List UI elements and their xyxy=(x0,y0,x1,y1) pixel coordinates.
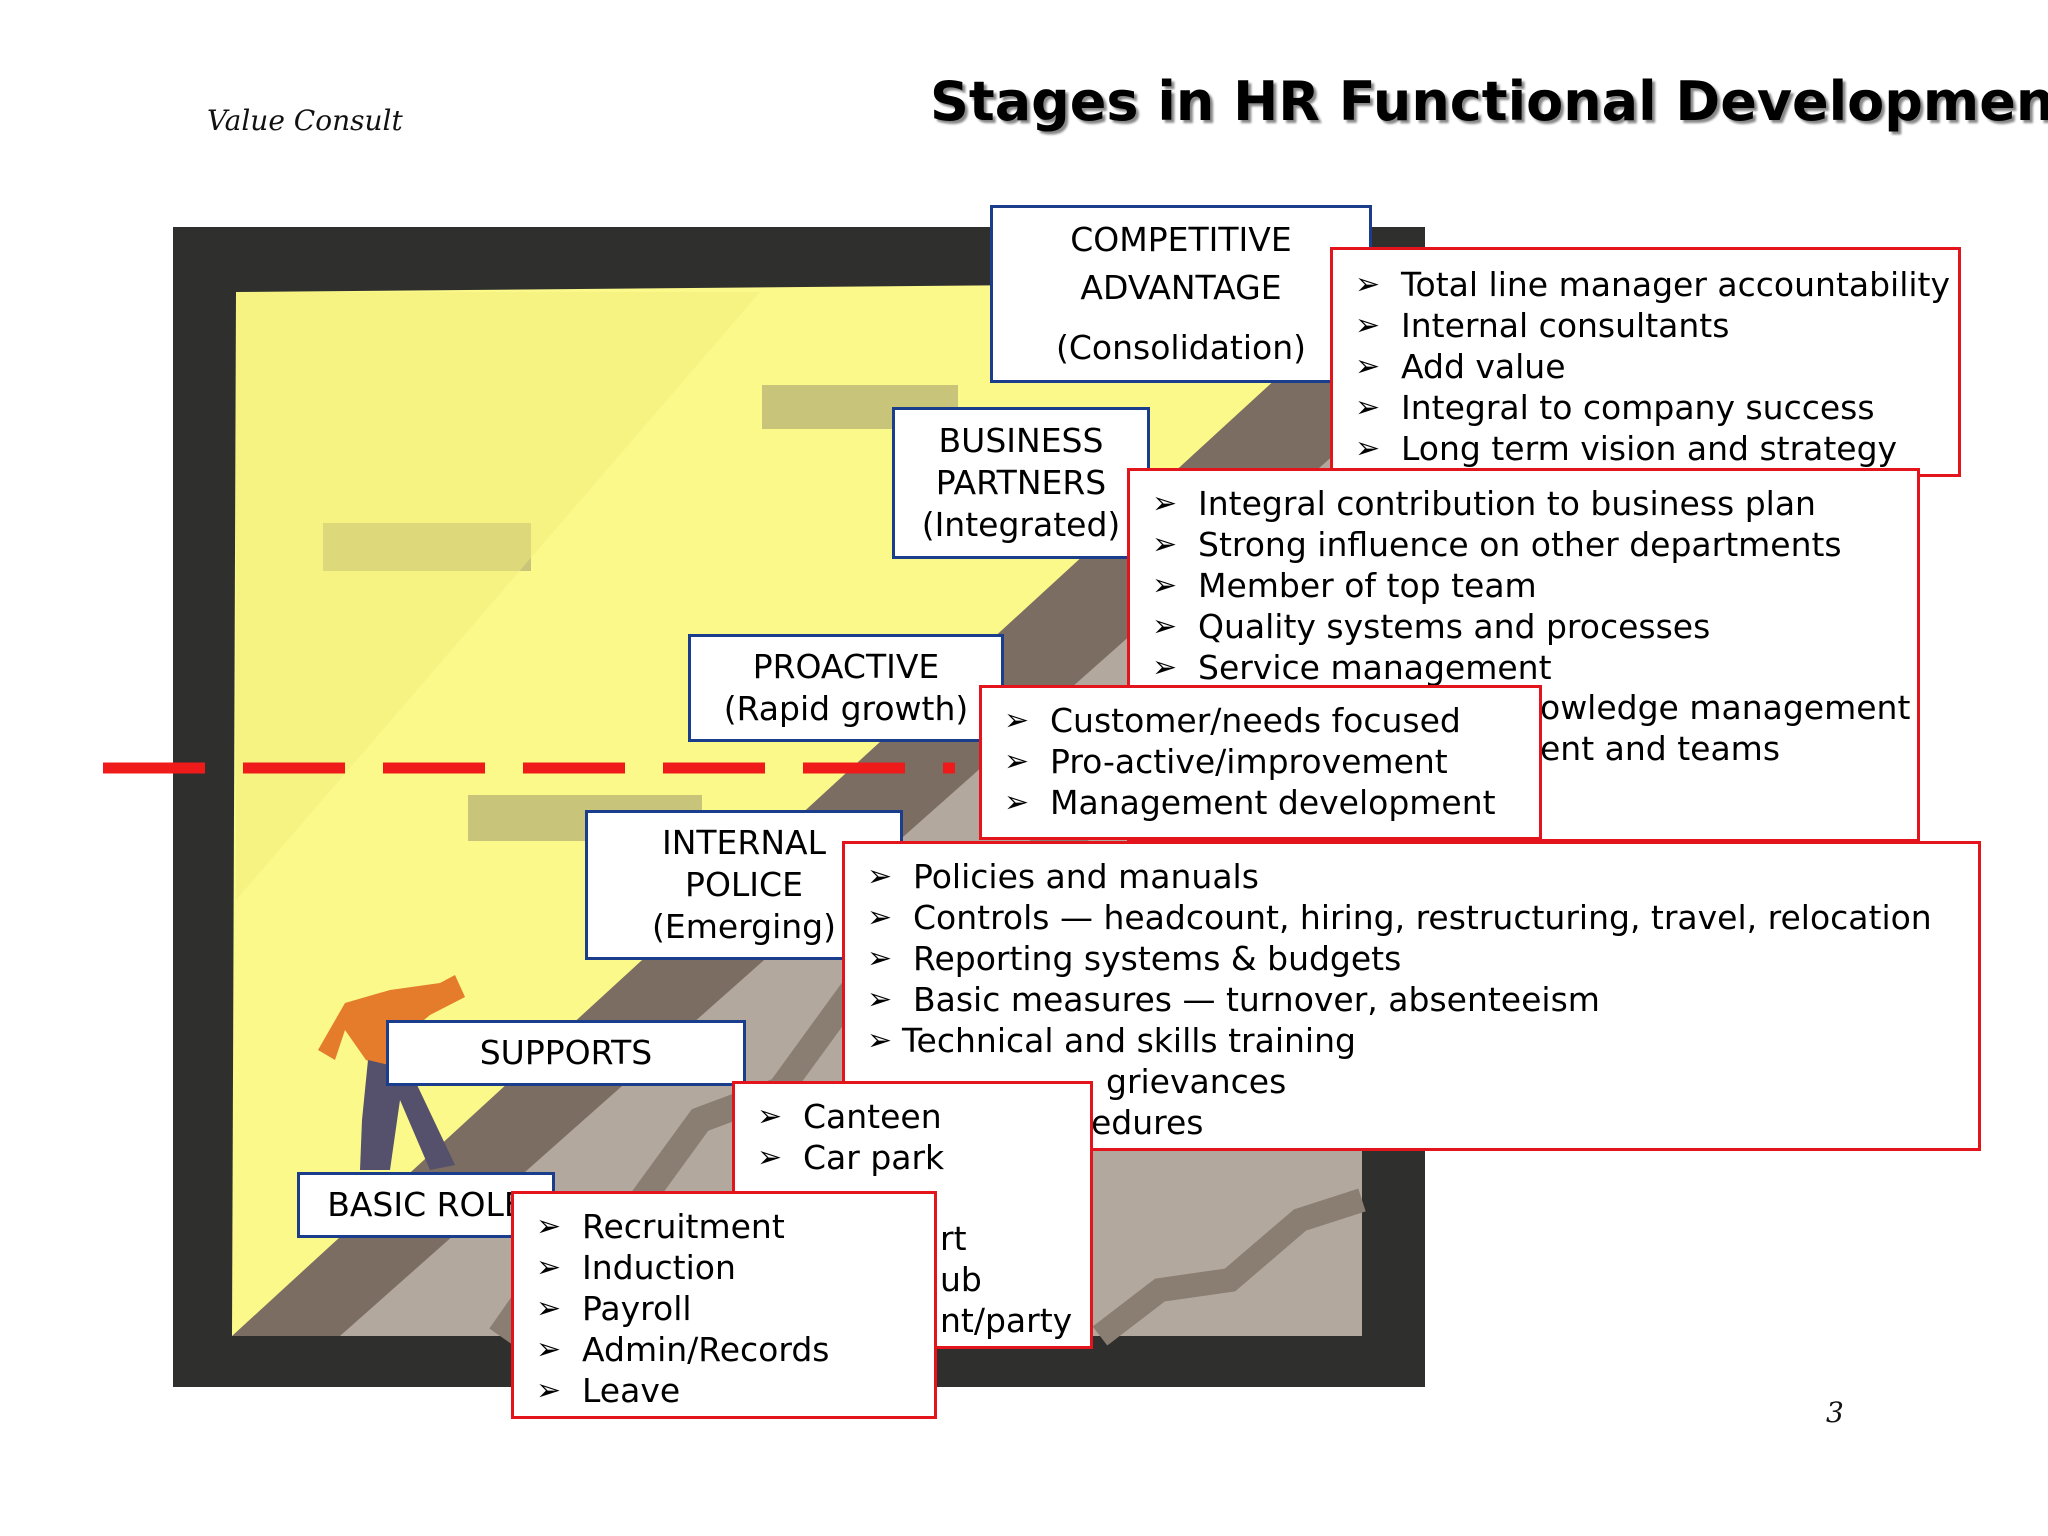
proactive-box: ➢Customer/needs focused ➢Pro-active/impr… xyxy=(979,685,1542,840)
bullet-arrow-icon: ➢ xyxy=(1004,744,1030,779)
bullet-arrow-icon: ➢ xyxy=(536,1209,562,1244)
bullet-arrow-icon: ➢ xyxy=(1152,609,1178,644)
bullet-arrow-icon: ➢ xyxy=(1355,431,1381,466)
bullet-arrow-icon: ➢ xyxy=(867,982,893,1017)
stage-label-line: INTERNAL xyxy=(661,822,826,862)
list-item: ➢Long term vision and strategy xyxy=(1355,429,1898,468)
list-item: ➢Leave xyxy=(536,1371,681,1410)
list-item: ➢Member of top team xyxy=(1152,566,1537,605)
rock-ridge-3 xyxy=(1092,1188,1366,1346)
brand-name: Value Consult xyxy=(207,104,403,137)
bullet-arrow-icon: ➢ xyxy=(536,1373,562,1408)
stage-label-line: (Consolidation) xyxy=(1056,327,1306,367)
list-item: ➢Policies and manuals xyxy=(867,857,1259,896)
bullet-arrow-icon: ➢ xyxy=(1355,308,1381,343)
list-item: ➢Integral contribution to business plan xyxy=(1152,484,1816,523)
bullet-arrow-icon: ➢ xyxy=(867,1023,893,1058)
competitive-advantage-box: ➢Total line manager accountability ➢Inte… xyxy=(1330,247,1961,477)
bullet-arrow-icon: ➢ xyxy=(536,1250,562,1285)
list-item: ➢Canteen xyxy=(757,1097,942,1136)
sky-shading xyxy=(236,292,760,900)
bullet-arrow-icon: ➢ xyxy=(867,859,893,894)
list-item: ➢Internal consultants xyxy=(1355,306,1730,345)
stage-label-line: ADVANTAGE xyxy=(1080,268,1282,308)
list-item: ➢Recruitment xyxy=(536,1207,785,1246)
stage-label-basic-role: BASIC ROLE xyxy=(297,1172,555,1238)
basic-role-box: ➢Recruitment ➢Induction ➢Payroll ➢Admin/… xyxy=(511,1191,937,1419)
list-item: ➢Reporting systems & budgets xyxy=(867,939,1402,978)
list-item: ➢Integral to company success xyxy=(1355,388,1875,427)
bullet-arrow-icon: ➢ xyxy=(1152,527,1178,562)
bullet-arrow-icon: ➢ xyxy=(867,900,893,935)
bullet-arrow-icon: ➢ xyxy=(1152,650,1178,685)
bullet-arrow-icon: ➢ xyxy=(1355,390,1381,425)
list-item: ➢Car park xyxy=(757,1138,945,1177)
list-item: ➢Total line manager accountability xyxy=(1355,265,1951,304)
bullet-arrow-icon: ➢ xyxy=(757,1099,783,1134)
partial-text: owledge management xyxy=(1540,688,1911,727)
bullet-arrow-icon: ➢ xyxy=(1004,703,1030,738)
stage-label-supports: SUPPORTS xyxy=(386,1020,746,1086)
list-item: ➢Controls — headcount, hiring, restructu… xyxy=(867,898,1932,937)
stage-label-line: PROACTIVE xyxy=(752,646,940,686)
partial-text: ub xyxy=(940,1260,982,1299)
bullet-arrow-icon: ➢ xyxy=(1355,267,1381,302)
stage-label-line: POLICE xyxy=(685,864,803,904)
stage-label-proactive: PROACTIVE (Rapid growth) xyxy=(688,634,1004,742)
partial-text: grievances xyxy=(1106,1062,1287,1101)
bullet-arrow-icon: ➢ xyxy=(1152,486,1178,521)
list-item: ➢Admin/Records xyxy=(536,1330,830,1369)
partial-text: ent and teams xyxy=(1540,729,1781,768)
bullet-arrow-icon: ➢ xyxy=(536,1291,562,1326)
stage-label-line: BASIC ROLE xyxy=(327,1184,525,1224)
partial-text: nt/party xyxy=(940,1301,1073,1340)
list-item: ➢Quality systems and processes xyxy=(1152,607,1711,646)
list-item: ➢Payroll xyxy=(536,1289,692,1328)
partial-text: rt xyxy=(940,1219,967,1258)
stage-label-line: COMPETITIVE xyxy=(1070,220,1292,260)
stage-label-line: BUSINESS xyxy=(938,420,1104,460)
list-item: ➢Management development xyxy=(1004,783,1496,822)
slide-title: Stages in HR Functional Development xyxy=(930,70,2048,133)
list-item: ➢Customer/needs focused xyxy=(1004,701,1461,740)
page-number: 3 xyxy=(1826,1396,1844,1429)
bullet-arrow-icon: ➢ xyxy=(1355,349,1381,384)
stage-label-business-partners: BUSINESS PARTNERS (Integrated) xyxy=(892,407,1150,559)
list-item: ➢Service management xyxy=(1152,648,1552,687)
bullet-arrow-icon: ➢ xyxy=(536,1332,562,1367)
list-item: ➢Pro-active/improvement xyxy=(1004,742,1448,781)
stage-label-line: (Rapid growth) xyxy=(723,689,969,728)
stage-label-line: (Integrated) xyxy=(921,505,1121,545)
list-item: ➢Strong influence on other departments xyxy=(1152,525,1842,564)
stage-label-line: SUPPORTS xyxy=(479,1032,653,1072)
bullet-arrow-icon: ➢ xyxy=(867,941,893,976)
stage-label-line: (Emerging) xyxy=(651,907,836,947)
climber-legs xyxy=(360,1060,455,1170)
list-item: ➢Add value xyxy=(1355,347,1566,386)
list-item: ➢Induction xyxy=(536,1248,736,1287)
partial-text: edures xyxy=(1091,1103,1204,1142)
bullet-arrow-icon: ➢ xyxy=(1004,785,1030,820)
bullet-arrow-icon: ➢ xyxy=(1152,568,1178,603)
stage-label-competitive-advantage: COMPETITIVE ADVANTAGE (Consolidation) xyxy=(990,205,1372,383)
stage-label-line: PARTNERS xyxy=(935,462,1107,502)
list-item: ➢Technical and skills training xyxy=(867,1021,1356,1060)
list-item: ➢Basic measures — turnover, absenteeism xyxy=(867,980,1600,1019)
bullet-arrow-icon: ➢ xyxy=(757,1140,783,1175)
